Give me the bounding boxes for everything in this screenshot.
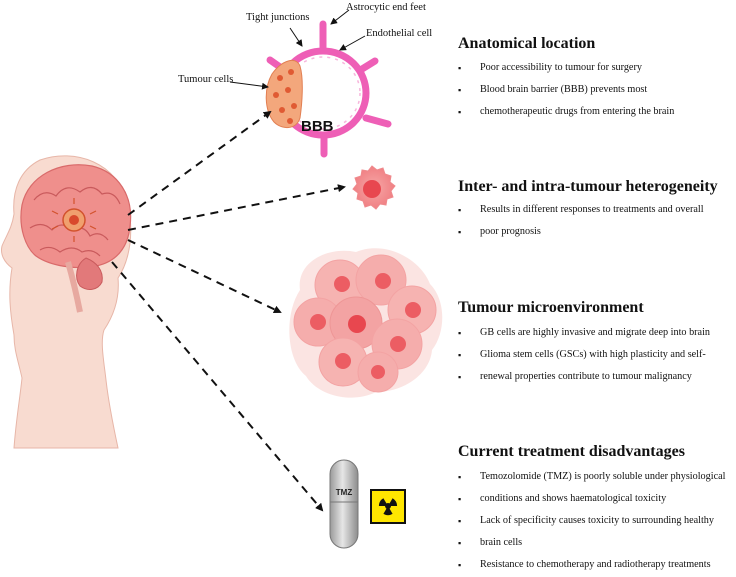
bullet-item: Poor accessibility to tumour for surgery (458, 57, 674, 79)
tmz-capsule-icon: TMZ (329, 459, 359, 549)
bullet-item: Temozolomide (TMZ) is poorly soluble und… (458, 466, 725, 488)
bullet-item: Resistance to chemotherapy and radiother… (458, 554, 725, 576)
bullet-continuation: poor prognosis (458, 221, 704, 243)
endothelial-cell-label: Endothelial cell (366, 28, 433, 39)
single-tumour-cell-icon (352, 165, 396, 210)
bullet-item: Blood brain barrier (BBB) prevents most (458, 79, 674, 101)
section-title-heterogeneity: Inter- and intra-tumour heterogeneity (458, 178, 718, 195)
bullet-continuation: chemotherapeutic drugs from entering the… (458, 101, 674, 123)
tumour-cells-label: Tumour cells (178, 74, 234, 85)
bullet-continuation: conditions and shows haematological toxi… (458, 488, 725, 510)
section-bullets-anatomical-location: Poor accessibility to tumour for surgery… (458, 57, 674, 123)
radiation-hazard-icon (370, 489, 406, 524)
section-bullets-heterogeneity: Results in different responses to treatm… (458, 199, 704, 243)
astrocytic-end-feet-label: Astrocytic end feet (346, 2, 426, 13)
vessel-tumour-cells (265, 59, 303, 128)
bullet-continuation: brain cells (458, 532, 725, 554)
tumour-cell-cluster-icon (289, 248, 443, 398)
tight-junctions-label: Tight junctions (246, 12, 310, 23)
section-title-anatomical-location: Anatomical location (458, 35, 596, 52)
bullet-item: GB cells are highly invasive and migrate… (458, 322, 710, 344)
section-bullets-tumour-microenvironment: GB cells are highly invasive and migrate… (458, 322, 710, 388)
head-with-brain-tumour-icon (1, 155, 132, 449)
bullet-item: Lack of specificity causes toxicity to s… (458, 510, 725, 532)
dashed-arrows (111, 110, 346, 512)
bullet-item: Results in different responses to treatm… (458, 199, 704, 221)
capsule-label: TMZ (336, 488, 353, 497)
bbb-callout-arrows (229, 9, 366, 90)
bbb-label: BBB (301, 118, 334, 135)
section-title-treatment-disadvantages: Current treatment disadvantages (458, 443, 685, 460)
bullet-item: Glioma stem cells (GSCs) with high plast… (458, 344, 710, 366)
section-bullets-treatment-disadvantages: Temozolomide (TMZ) is poorly soluble und… (458, 466, 725, 576)
section-title-tumour-microenvironment: Tumour microenvironment (458, 299, 644, 316)
bullet-continuation: renewal properties contribute to tumour … (458, 366, 710, 388)
